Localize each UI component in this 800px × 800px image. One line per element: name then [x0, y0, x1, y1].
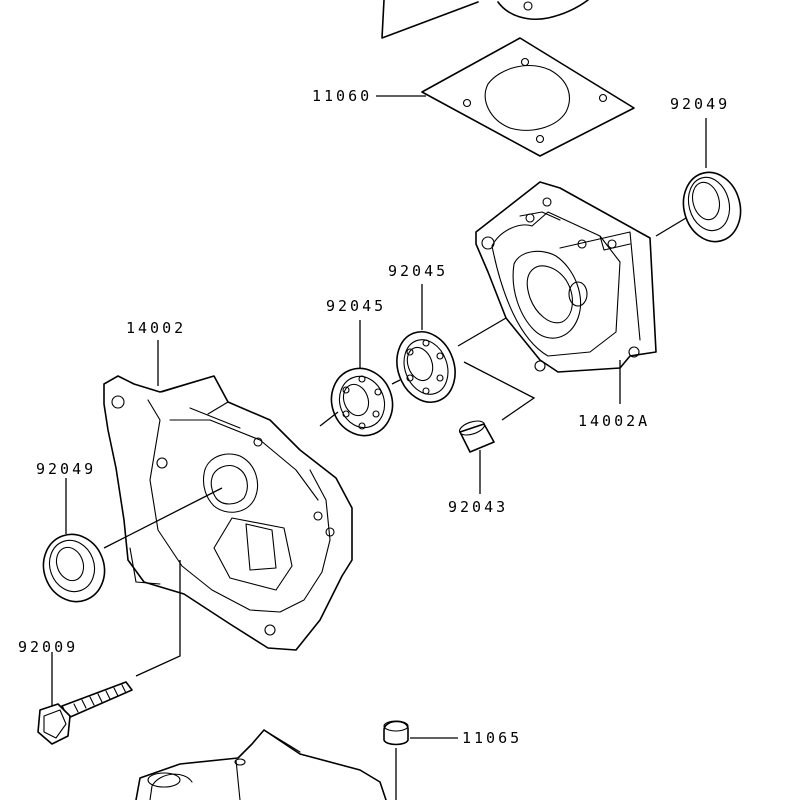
part-label-92045-left: 92045 — [326, 297, 386, 315]
crankcase-14002A — [475, 181, 657, 373]
part-label-14002A: 14002A — [578, 412, 650, 430]
gasket-11060 — [421, 37, 635, 157]
part-label-92043: 92043 — [448, 498, 508, 516]
part-label-92009: 92009 — [18, 638, 78, 656]
part-label-92049-left: 92049 — [36, 460, 96, 478]
cylinder-fragment — [381, 0, 589, 39]
bolt-92009 — [37, 681, 133, 745]
bearing-92045-right — [396, 331, 456, 403]
part-label-11065: 11065 — [462, 729, 522, 747]
bearing-92045-left — [330, 367, 394, 437]
dowel-pin-92043 — [458, 420, 495, 453]
oil-seal-92049-left — [42, 533, 106, 603]
part-label-92045-right: 92045 — [388, 262, 448, 280]
oil-seal-92049-top — [682, 171, 742, 243]
part-label-14002: 14002 — [126, 319, 186, 337]
part-label-92049-top: 92049 — [670, 95, 730, 113]
plug-11065 — [383, 720, 409, 746]
leader-lines — [51, 95, 707, 800]
housing-fragment — [135, 729, 387, 800]
crankcase-14002 — [103, 375, 353, 651]
part-label-11060: 11060 — [312, 87, 372, 105]
